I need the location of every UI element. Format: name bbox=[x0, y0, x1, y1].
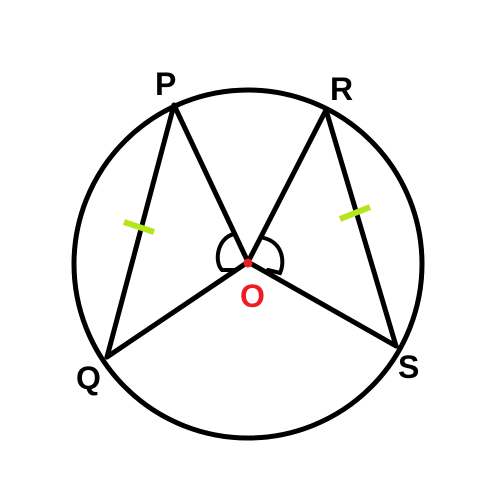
chord-pq bbox=[104, 102, 177, 360]
label-o: O bbox=[240, 278, 265, 314]
radius-or bbox=[245, 107, 329, 265]
circle bbox=[71, 87, 425, 441]
tick-mark-rs bbox=[338, 204, 372, 222]
label-r: R bbox=[330, 71, 353, 107]
label-p: P bbox=[155, 66, 176, 102]
angle-arc-ros bbox=[262, 236, 285, 276]
radius-op bbox=[171, 102, 251, 265]
tick-mark-pq bbox=[123, 219, 155, 235]
radius-oq bbox=[104, 259, 251, 360]
center-point bbox=[243, 258, 253, 268]
chord-rs bbox=[323, 107, 399, 349]
angle-arc-poq bbox=[215, 232, 238, 272]
label-s: S bbox=[398, 349, 419, 385]
radius-os bbox=[245, 259, 399, 349]
label-q: Q bbox=[76, 360, 101, 396]
